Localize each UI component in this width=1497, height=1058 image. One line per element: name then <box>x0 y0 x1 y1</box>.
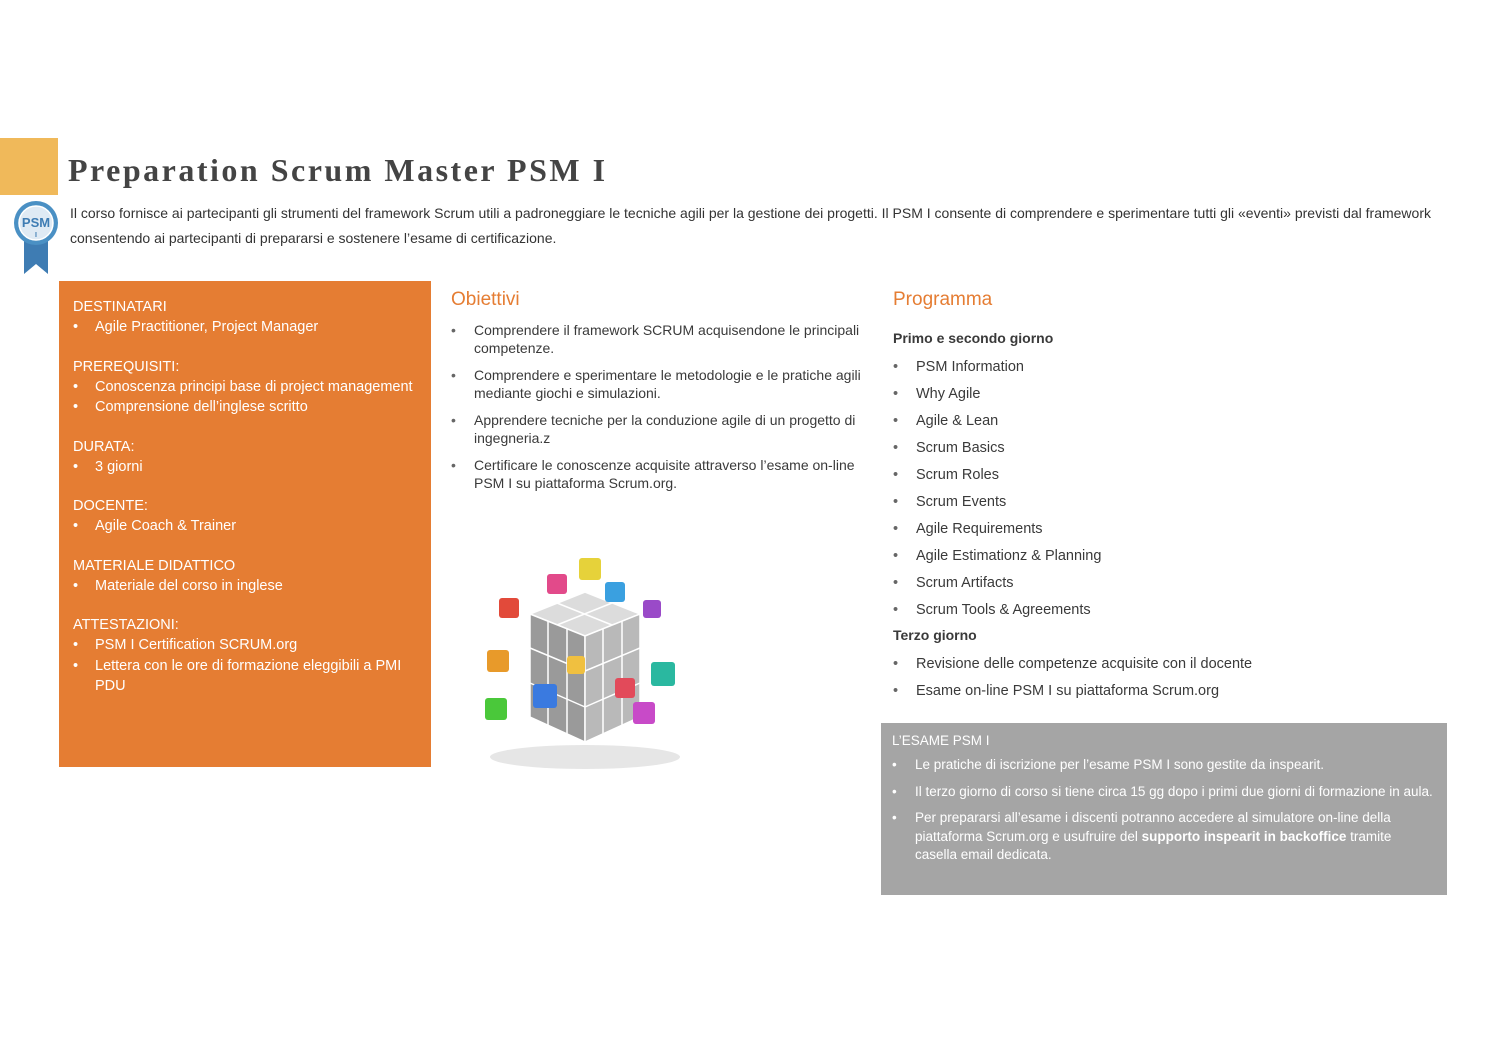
objectives-list: Comprendere il framework SCRUM acquisend… <box>451 321 863 501</box>
exam-info-panel: L’ESAME PSM I Le pratiche di iscrizione … <box>881 723 1447 895</box>
program-item: Scrum Events <box>893 492 1453 519</box>
info-heading: DURATA: <box>73 438 135 455</box>
info-section-durata: DURATA: 3 giorni <box>73 437 417 478</box>
badge-subtext: I <box>35 232 37 239</box>
info-heading: MATERIALE DIDATTICO <box>73 557 236 574</box>
program-item: Esame on-line PSM I su piattaforma Scrum… <box>893 681 1453 708</box>
exam-item: Il terzo giorno di corso si tiene circa … <box>892 783 1435 802</box>
info-item: Conoscenza principi base di project mana… <box>73 377 417 398</box>
program-title: Programma <box>893 289 993 310</box>
program-day3-label: Terzo giorno <box>893 627 977 643</box>
info-section-prerequisiti: PREREQUISITI: Conoscenza principi base d… <box>73 357 417 418</box>
info-heading: DESTINATARI <box>73 299 167 315</box>
program-day1-list: PSM Information Why Agile Agile & Lean S… <box>893 357 1453 627</box>
page-title: Preparation Scrum Master PSM I <box>68 152 608 188</box>
exam-item-text: tramite casella email dedicata. <box>915 828 1392 863</box>
objective-item: Comprendere e sperimentare le metodologi… <box>451 366 863 402</box>
info-heading: DOCENTE: <box>73 498 148 514</box>
program-item: Scrum Roles <box>893 465 1453 492</box>
program-day3-list: Revisione delle competenze acquisite con… <box>893 654 1453 708</box>
exam-item-text: Per prepararsi all’esame i discenti potr… <box>915 810 1391 844</box>
exam-item-highlight: supporto inspearit in backoffice <box>1141 828 1347 844</box>
info-section-materiale: MATERIALE DIDATTICO Materiale del corso … <box>73 556 417 597</box>
objective-item: Certificare le conoscenze acquisite attr… <box>451 456 863 492</box>
info-item: 3 giorni <box>73 457 417 478</box>
info-item: Lettera con le ore di formazione eleggib… <box>73 656 417 697</box>
info-item: Comprensione dell’inglese scritto <box>73 397 417 418</box>
badge-text: PSM <box>22 215 50 230</box>
psm-badge-icon: PSM I <box>14 201 58 274</box>
info-item: Agile Practitioner, Project Manager <box>73 317 417 338</box>
info-heading: ATTESTAZIONI: <box>73 617 179 633</box>
objective-item: Apprendere tecniche per la conduzione ag… <box>451 411 863 447</box>
course-info-panel: DESTINATARI Agile Practitioner, Project … <box>59 281 431 767</box>
program-item: Agile & Lean <box>893 411 1453 438</box>
info-heading: PREREQUISITI: <box>73 358 180 375</box>
program-item: PSM Information <box>893 357 1453 384</box>
objective-item: Comprendere il framework SCRUM acquisend… <box>451 321 863 357</box>
accent-bar <box>0 138 58 195</box>
objectives-title: Obiettivi <box>451 289 520 310</box>
info-section-destinatari: DESTINATARI Agile Practitioner, Project … <box>73 297 417 338</box>
app-cube-image <box>485 558 680 769</box>
program-item: Why Agile <box>893 384 1453 411</box>
info-item: Materiale del corso in inglese <box>73 576 417 597</box>
info-item: PSM I Certification SCRUM.org <box>73 635 417 656</box>
info-section-docente: DOCENTE: Agile Coach & Trainer <box>73 496 417 537</box>
program-day1-label: Primo e secondo giorno <box>893 330 1054 346</box>
exam-item: Le pratiche di iscrizione per l’esame PS… <box>892 756 1435 775</box>
info-item: Agile Coach & Trainer <box>73 516 417 537</box>
program-item: Scrum Basics <box>893 438 1453 465</box>
program-item: Scrum Tools & Agreements <box>893 600 1453 627</box>
info-section-attestazioni: ATTESTAZIONI: PSM I Certification SCRUM.… <box>73 615 417 697</box>
exam-title: L’ESAME PSM I <box>892 733 990 748</box>
program-item: Agile Requirements <box>893 519 1453 546</box>
program-item: Revisione delle competenze acquisite con… <box>893 654 1453 681</box>
intro-paragraph: Il corso fornisce ai partecipanti gli st… <box>70 205 1431 246</box>
program-item: Scrum Artifacts <box>893 573 1453 600</box>
exam-item: Per prepararsi all’esame i discenti potr… <box>892 809 1435 865</box>
program-item: Agile Estimationz & Planning <box>893 546 1453 573</box>
